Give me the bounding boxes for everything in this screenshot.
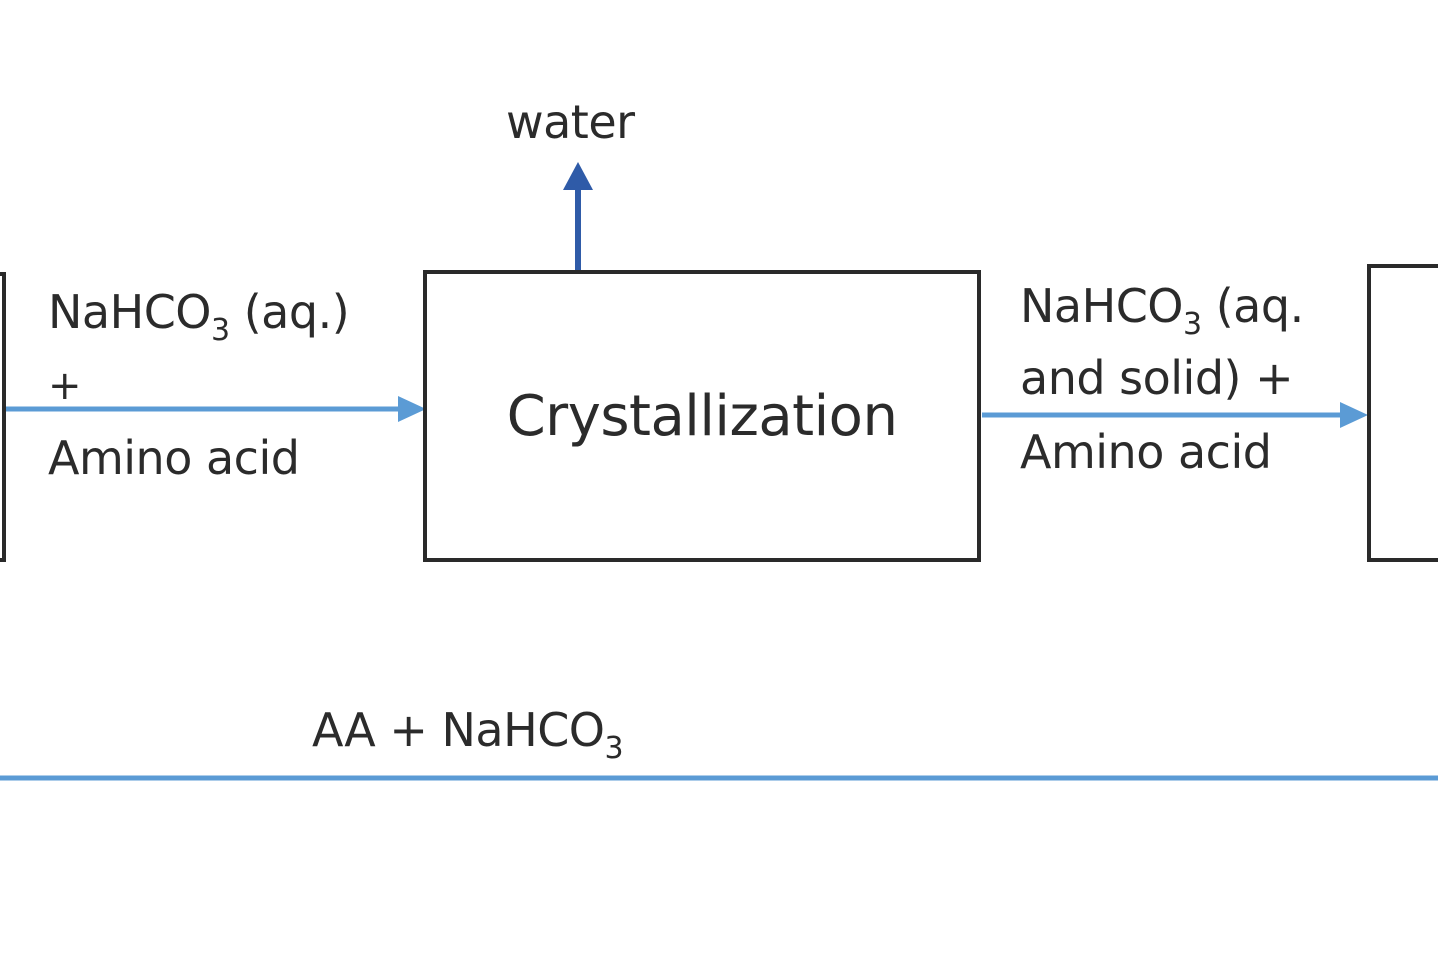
feed-arrowhead <box>398 396 426 422</box>
feed-formula: NaHCO <box>48 285 212 339</box>
feed-phase: (aq.) <box>229 285 350 339</box>
crystallization-box: Crystallization <box>423 270 981 562</box>
downstream-unit-box <box>1367 264 1438 562</box>
water-arrowhead <box>563 162 593 190</box>
upstream-unit-box <box>0 272 6 562</box>
product-formula-subscript: 3 <box>1183 307 1202 342</box>
product-stream-label-line3: Amino acid <box>1020 425 1272 479</box>
water-label: water <box>506 95 635 149</box>
product-stream-label-line2: and solid) + <box>1020 351 1294 405</box>
feed-formula-subscript: 3 <box>211 313 230 348</box>
feed-stream-label-line1: NaHCO3 (aq.) <box>48 278 350 365</box>
feed-stream-label-line3: Amino acid <box>48 431 300 485</box>
product-formula: NaHCO <box>1020 279 1184 333</box>
crystallization-label: Crystallization <box>506 383 898 449</box>
recycle-stream-label: AA + NaHCO3 <box>312 696 624 783</box>
recycle-formula: AA + NaHCO <box>312 703 605 757</box>
recycle-formula-subscript: 3 <box>604 731 624 766</box>
product-phase: (aq. <box>1201 279 1304 333</box>
feed-stream-plus: + <box>48 363 82 409</box>
product-arrowhead <box>1340 402 1368 428</box>
product-stream-label-line1: NaHCO3 (aq. <box>1020 272 1304 359</box>
